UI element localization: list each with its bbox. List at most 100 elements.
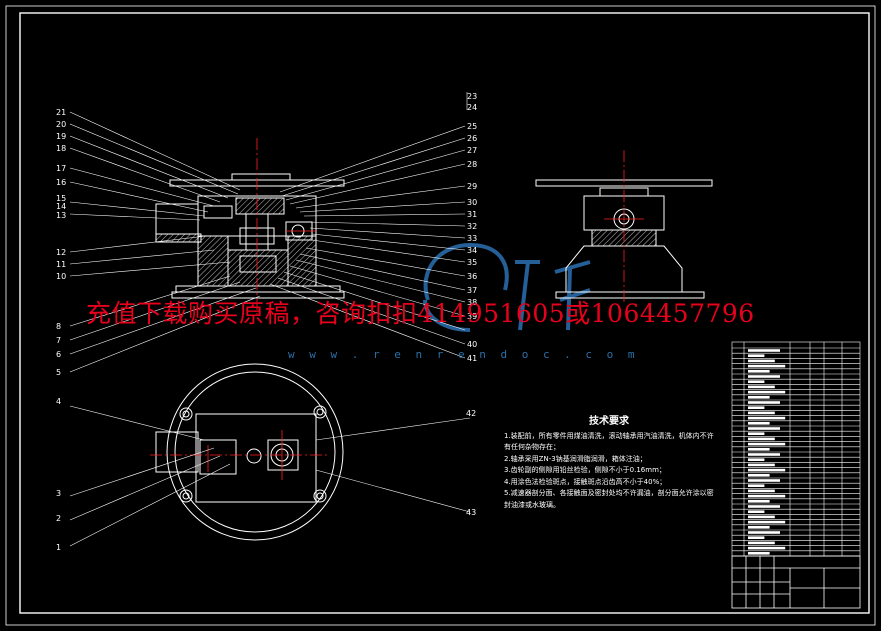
part-label: 14 (56, 202, 66, 211)
part-label: 35 (467, 258, 477, 267)
drawing-frame (5, 5, 876, 626)
part-label: 12 (56, 248, 66, 257)
parts-list-row-text-mark (748, 385, 775, 389)
part-label: 5 (56, 368, 61, 377)
parts-list-row-text-mark (748, 354, 765, 357)
tech-requirements-title: 技术要求 (589, 416, 629, 427)
part-label: 21 (56, 108, 66, 117)
part-label: 41 (467, 354, 477, 363)
part-label: 30 (467, 198, 477, 207)
tech-requirement-item: 3.齿轮副的侧隙用铅丝检验，侧隙不小于0.16mm； (504, 466, 666, 474)
parts-list-row-text-mark (748, 349, 780, 352)
parts-list-row-text-mark (748, 442, 786, 446)
part-label: 11 (56, 260, 66, 269)
part-label: 23 (467, 92, 477, 101)
part-label: 38 (467, 298, 477, 307)
tech-requirement-item: 2.轴承采用ZN-3钠基润滑脂润滑，箱体注油； (504, 454, 647, 463)
part-label: 24 (467, 103, 477, 112)
parts-list-row-text-mark (748, 474, 770, 477)
tech-requirement-item: 5.减速器剖分面、各接触面及密封处均不许漏油，剖分面允许涂以密封油漆或水玻璃。 (504, 489, 714, 509)
parts-list-row-text-mark (748, 500, 770, 503)
parts-list-row-text-mark (748, 427, 780, 430)
parts-list-row-text-mark (748, 536, 765, 539)
part-labels-plan: 4 3 2 1 42 43 (56, 397, 476, 552)
part-label: 17 (56, 164, 66, 173)
part-label: 27 (467, 146, 477, 155)
part-label: 20 (56, 120, 66, 129)
parts-list-row-text-mark (748, 432, 765, 435)
parts-list-row-text-mark (748, 541, 775, 545)
part-label: 29 (467, 182, 477, 191)
parts-list-row-text-mark (748, 396, 770, 399)
parts-list-row-text-mark (748, 546, 786, 550)
part-label: 42 (466, 409, 476, 418)
part-label: 13 (56, 211, 66, 220)
parts-list-row-text-mark (748, 401, 780, 404)
part-label: 32 (467, 222, 477, 231)
title-block (731, 555, 861, 609)
part-label: 6 (56, 350, 61, 359)
parts-list-row-text-mark (748, 510, 765, 513)
parts-list-row-text-mark (748, 359, 775, 363)
parts-list-table (731, 341, 861, 557)
parts-list-row-text-mark (748, 411, 775, 415)
part-label: 31 (467, 210, 477, 219)
parts-list-row-text-mark (748, 520, 786, 524)
plan-view (150, 363, 344, 541)
part-label: 37 (467, 286, 477, 295)
part-label: 18 (56, 144, 66, 153)
watermark-text: 充值下载购买原稿，咨询扣扣414951605或1064457796 (86, 299, 755, 328)
parts-list-row-text-mark (748, 375, 780, 378)
side-view (535, 150, 713, 305)
part-label: 10 (56, 272, 66, 281)
parts-list-row-text-mark (748, 505, 780, 508)
parts-list-row-text-mark (748, 364, 786, 368)
parts-list-row-text-mark (748, 515, 775, 519)
part-label: 15 (56, 194, 66, 203)
part-labels-left: 21 20 19 18 17 16 15 14 13 12 11 10 8 7 … (56, 108, 66, 377)
part-label: 19 (56, 132, 66, 141)
part-label: 25 (467, 122, 477, 131)
front-section-view (155, 138, 345, 318)
tech-requirement-item: 1.装配前，所有零件用煤油清洗，滚动轴承用汽油清洗，机体内不许有任何杂物存在； (504, 431, 714, 452)
parts-list-row-text-mark (748, 531, 780, 534)
watermark-url: w w w . r e n r e n d o c . c o m (288, 348, 639, 361)
technical-requirements: 技术要求 1.装配前，所有零件用煤油清洗，滚动轴承用汽油清洗，机体内不许有任何杂… (504, 416, 714, 511)
parts-list-row-text-mark (748, 458, 765, 461)
parts-list-row-text-mark (748, 552, 770, 555)
parts-list-row-text-mark (748, 448, 770, 451)
part-label: 8 (56, 322, 61, 331)
part-label: 39 (467, 312, 477, 321)
parts-list-row-text-mark (748, 416, 786, 420)
parts-list-row-text-mark (748, 453, 780, 456)
parts-list-row-text-mark (748, 370, 770, 373)
tech-requirement-item: 4.用涂色法检验斑点，接触斑点沿齿高不小于40%； (504, 477, 667, 486)
part-label: 36 (467, 272, 477, 281)
part-labels-right: 23 24 25 26 27 28 29 30 31 32 33 34 35 3… (467, 92, 477, 363)
parts-list-row-text-mark (748, 422, 770, 425)
parts-list-row-text-mark (748, 484, 765, 487)
part-label: 4 (56, 397, 61, 406)
part-label: 40 (467, 340, 477, 349)
part-label: 34 (467, 246, 477, 255)
parts-list-row-text-mark (748, 406, 765, 409)
part-label: 26 (467, 134, 477, 143)
parts-list-row-text-mark (748, 479, 780, 482)
part-label: 28 (467, 160, 477, 169)
part-label: 2 (56, 514, 61, 523)
parts-list-row-text-mark (748, 526, 770, 529)
parts-list-row-text-mark (748, 463, 775, 467)
parts-list-row-text-mark (748, 437, 775, 441)
part-label: 3 (56, 489, 61, 498)
parts-list-row-text-mark (748, 380, 765, 383)
parts-list-row-text-mark (748, 390, 786, 394)
parts-list-row-text-mark (748, 489, 775, 493)
part-label: 7 (56, 336, 61, 345)
part-label: 16 (56, 178, 66, 187)
leader-lines-front (69, 92, 468, 373)
parts-list-row-text-mark (748, 494, 786, 498)
leader-lines-plan (69, 405, 471, 547)
parts-list-row-text-mark (748, 468, 786, 472)
part-label: 1 (56, 543, 61, 552)
